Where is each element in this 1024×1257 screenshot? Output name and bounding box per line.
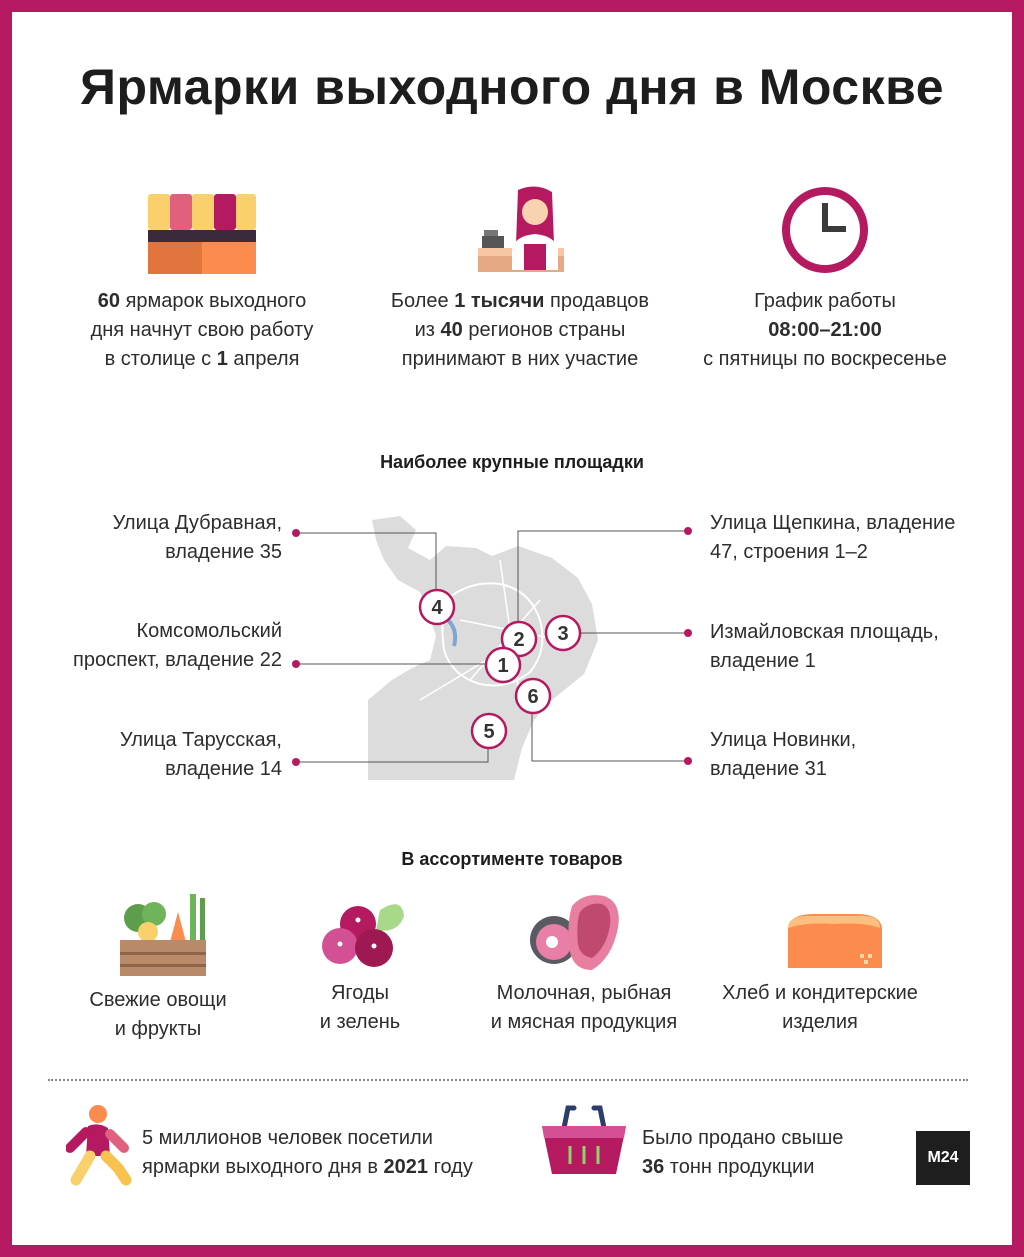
- site-label-3: Измайловская площадь,владение 1: [710, 621, 939, 672]
- stat-markets: 60 ярмарок выходного дня начнут свою раб…: [90, 290, 314, 370]
- stat-schedule: График работы 08:00–21:00 с пятницы по в…: [703, 290, 947, 370]
- site-label-4: Улица Дубравная,владение 35: [112, 512, 282, 563]
- seller-icon: [478, 186, 564, 272]
- vegetables-icon: [120, 894, 206, 976]
- footer-sold: Было продано свыше 36 тонн продукции: [642, 1127, 844, 1178]
- sites-heading: Наиболее крупные площадки: [380, 452, 644, 472]
- site-label-6: Улица Новинки,владение 31: [710, 729, 857, 780]
- dotted-divider: [48, 1079, 968, 1081]
- clock-icon: [782, 187, 868, 273]
- bread-icon: [788, 914, 882, 968]
- footer-visitors: 5 миллионов человек посетили ярмарки вых…: [142, 1127, 473, 1178]
- berries-icon: [322, 904, 404, 967]
- market-stall-icon: [148, 194, 256, 274]
- site-label-5: Улица Тарусская,владение 14: [119, 729, 282, 780]
- m24-logo: M24: [916, 1131, 970, 1185]
- basket-icon: [542, 1105, 626, 1174]
- walking-person-icon: [66, 1105, 132, 1186]
- goods-heading: В ассортименте товаров: [401, 849, 623, 869]
- meat-fish-icon: [530, 895, 619, 970]
- page-title: Ярмарки выходного дня в Москве: [80, 59, 944, 115]
- stat-sellers: Более 1 тысячи продавцов из 40 регионов …: [390, 290, 650, 370]
